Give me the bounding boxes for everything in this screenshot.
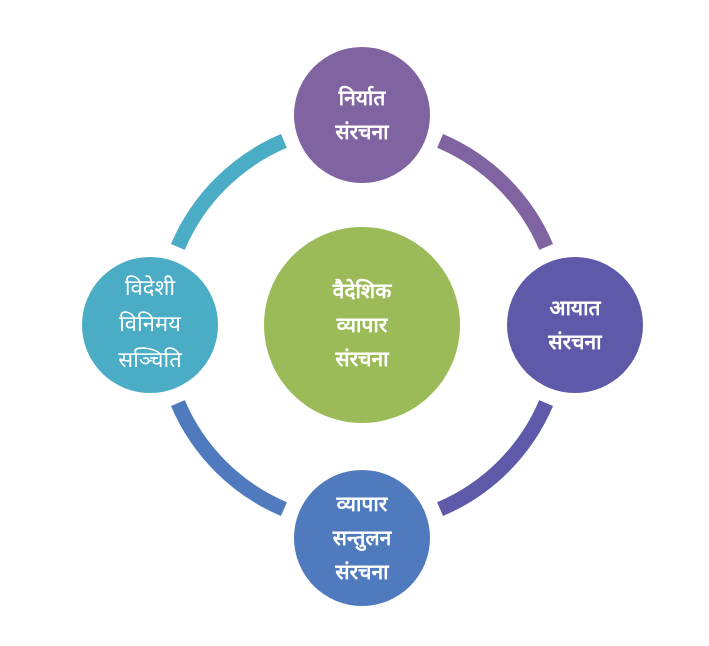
node-label: व्यापार (336, 492, 388, 516)
arc-left-top (170, 133, 287, 250)
node-label: संरचना (335, 560, 389, 584)
node-label: निर्यात (338, 86, 386, 110)
node-label: संरचना (548, 330, 602, 354)
node-label: विनिमय (119, 312, 181, 337)
node-label: सञ्चिति (118, 348, 182, 373)
node-label: संरचना (335, 347, 389, 371)
node-import-structure: आयात संरचना (507, 257, 643, 393)
node-label: सन्तुलन (332, 526, 392, 550)
node-label: संरचना (335, 120, 389, 144)
arc-right-bottom (437, 400, 554, 517)
node-label: आयात (549, 296, 601, 320)
node-label: व्यापार (336, 313, 388, 337)
node-label: वैदेशिक (332, 279, 392, 303)
center-node-foreign-trade-structure: वैदेशिक व्यापार संरचना (264, 227, 460, 423)
arc-top-right (437, 133, 554, 250)
node-export-structure: निर्यात संरचना (294, 47, 430, 183)
node-foreign-exchange-reserve: विदेशी विनिमय सञ्चिति (82, 257, 218, 393)
node-label: विदेशी (124, 276, 176, 301)
node-trade-balance-structure: व्यापार सन्तुलन संरचना (294, 470, 430, 606)
arc-bottom-left (170, 400, 287, 517)
